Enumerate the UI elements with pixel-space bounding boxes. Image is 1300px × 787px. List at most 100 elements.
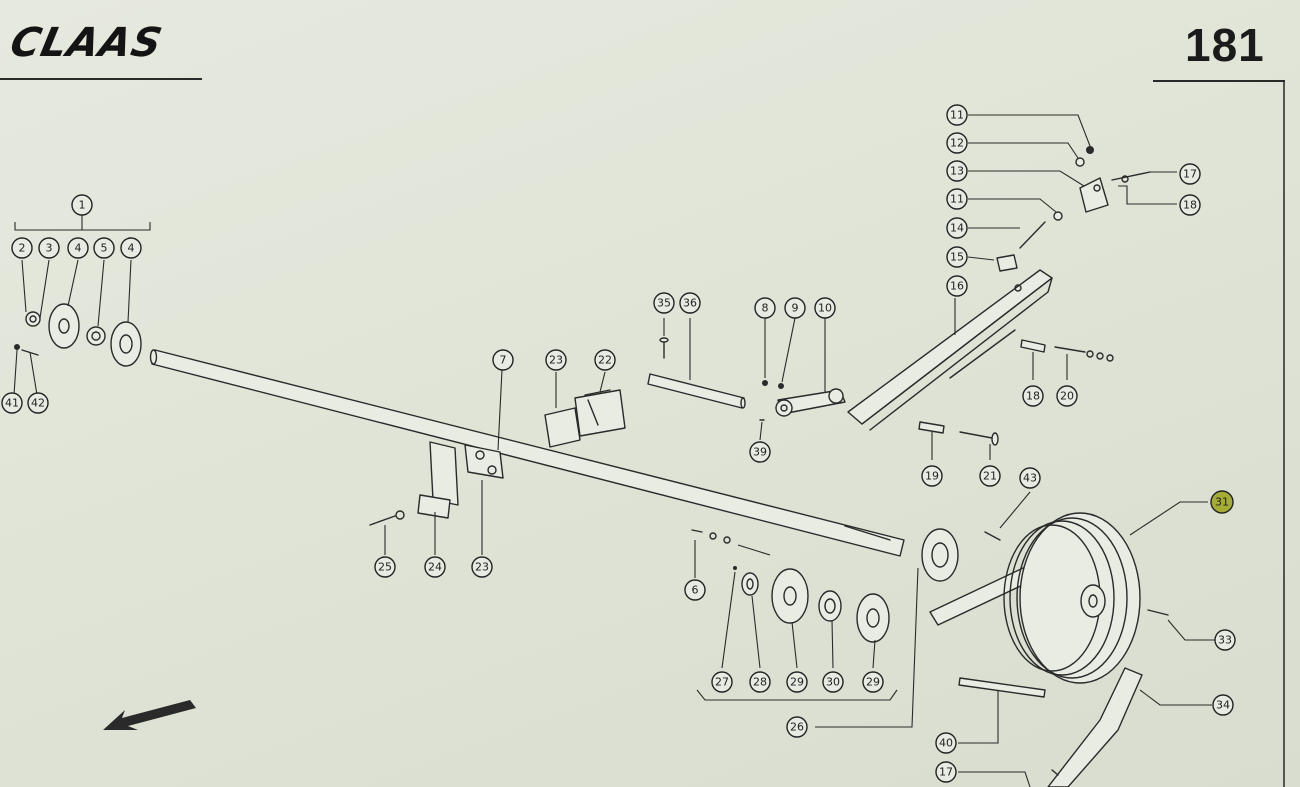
callout-label: 11 — [950, 109, 964, 122]
callout-label: 35 — [657, 297, 671, 310]
arm-bracket — [847, 269, 1053, 431]
callout-label: 18 — [1026, 390, 1040, 403]
callout-12[interactable]: 12 — [946, 132, 968, 154]
callout-33[interactable]: 33 — [1214, 629, 1236, 651]
callout-label: 4 — [128, 242, 135, 255]
callout-35[interactable]: 35 — [653, 292, 675, 314]
callout-label: 29 — [790, 676, 804, 689]
callout-label: 23 — [475, 561, 489, 574]
callout-label: 16 — [950, 280, 964, 293]
callout-label: 9 — [792, 302, 799, 315]
callout-25[interactable]: 25 — [374, 556, 396, 578]
callout-3[interactable]: 3 — [38, 237, 60, 259]
callout-17b[interactable]: 17 — [935, 761, 957, 783]
callout-18b[interactable]: 18 — [1022, 385, 1044, 407]
callout-label: 15 — [950, 251, 964, 264]
callout-15[interactable]: 15 — [946, 246, 968, 268]
callout-7[interactable]: 7 — [492, 349, 514, 371]
callout-31[interactable]: 31 — [1210, 490, 1234, 514]
callout-17[interactable]: 17 — [1179, 163, 1201, 185]
callout-label: 3 — [46, 242, 53, 255]
callout-11b[interactable]: 11 — [946, 188, 968, 210]
callout-label: 6 — [692, 584, 699, 597]
callout-1[interactable]: 1 — [71, 194, 93, 216]
callout-28[interactable]: 28 — [749, 671, 771, 693]
callout-34[interactable]: 34 — [1212, 694, 1234, 716]
callout-label: 36 — [683, 297, 697, 310]
callout-label: 10 — [818, 302, 832, 315]
callout-label: 2 — [19, 242, 26, 255]
top-linkage — [967, 114, 1177, 272]
callout-6[interactable]: 6 — [684, 579, 706, 601]
callout-29[interactable]: 29 — [786, 671, 808, 693]
callout-label: 40 — [939, 737, 953, 750]
callout-label: 13 — [950, 165, 964, 178]
callout-label: 19 — [925, 470, 939, 483]
callout-label: 26 — [790, 721, 804, 734]
callout-label: 17 — [1183, 168, 1197, 181]
callout-41[interactable]: 41 — [1, 392, 23, 414]
callout-label: 39 — [753, 446, 767, 459]
callout-label: 7 — [500, 354, 507, 367]
callout-19[interactable]: 19 — [921, 465, 943, 487]
callout-18[interactable]: 18 — [1179, 194, 1201, 216]
header-rule-left — [0, 78, 202, 80]
rod-group — [647, 318, 746, 409]
callout-16[interactable]: 16 — [946, 275, 968, 297]
callout-11[interactable]: 11 — [946, 104, 968, 126]
callout-23b[interactable]: 23 — [471, 556, 493, 578]
callout-22[interactable]: 22 — [594, 349, 616, 371]
callout-26[interactable]: 26 — [786, 716, 808, 738]
callout-36[interactable]: 36 — [679, 292, 701, 314]
callout-label: 43 — [1023, 472, 1037, 485]
frame-border-right — [1283, 82, 1285, 787]
brand-logo: CLAAS — [8, 20, 167, 64]
callout-label: 18 — [1183, 199, 1197, 212]
callout-14[interactable]: 14 — [946, 217, 968, 239]
callout-label: 11 — [950, 193, 964, 206]
pin-group-right — [918, 339, 1114, 460]
callout-40[interactable]: 40 — [935, 732, 957, 754]
callout-4b[interactable]: 4 — [120, 237, 142, 259]
callout-label: 21 — [983, 470, 997, 483]
callout-24[interactable]: 24 — [424, 556, 446, 578]
header-rule-right — [1153, 80, 1285, 82]
callout-20[interactable]: 20 — [1056, 385, 1078, 407]
callout-30[interactable]: 30 — [822, 671, 844, 693]
callout-5[interactable]: 5 — [93, 237, 115, 259]
callout-8[interactable]: 8 — [754, 297, 776, 319]
callout-label: 1 — [79, 199, 86, 212]
callout-label: 14 — [950, 222, 964, 235]
callout-10[interactable]: 10 — [814, 297, 836, 319]
page-number: 181 — [1185, 19, 1265, 71]
callout-label: 5 — [101, 242, 108, 255]
callout-label: 20 — [1060, 390, 1074, 403]
callout-2[interactable]: 2 — [11, 237, 33, 259]
callout-43[interactable]: 43 — [1019, 467, 1041, 489]
callout-42[interactable]: 42 — [27, 392, 49, 414]
callout-label: 34 — [1216, 699, 1230, 712]
callout-label: 28 — [753, 676, 767, 689]
callout-label: 41 — [5, 397, 19, 410]
callout-4[interactable]: 4 — [67, 237, 89, 259]
callout-9[interactable]: 9 — [784, 297, 806, 319]
callout-21[interactable]: 21 — [979, 465, 1001, 487]
callout-23[interactable]: 23 — [545, 349, 567, 371]
callout-label: 24 — [428, 561, 442, 574]
callout-label: 25 — [378, 561, 392, 574]
callout-29b[interactable]: 29 — [862, 671, 884, 693]
main-shaft — [149, 349, 905, 557]
callout-label: 17 — [939, 766, 953, 779]
callout-label: 27 — [715, 676, 729, 689]
callout-labels: 1 2 3 4 5 4 41 42 7 23 22 35 36 8 9 10 3… — [1, 104, 1236, 783]
pulley-assembly — [921, 491, 1215, 684]
callout-label: 4 — [75, 242, 82, 255]
callout-27[interactable]: 27 — [711, 671, 733, 693]
bracket-group-center — [544, 371, 626, 448]
callout-label: 33 — [1218, 634, 1232, 647]
callout-39[interactable]: 39 — [749, 441, 771, 463]
callout-13[interactable]: 13 — [946, 160, 968, 182]
brand-logo-text: CLAAS — [8, 20, 167, 64]
